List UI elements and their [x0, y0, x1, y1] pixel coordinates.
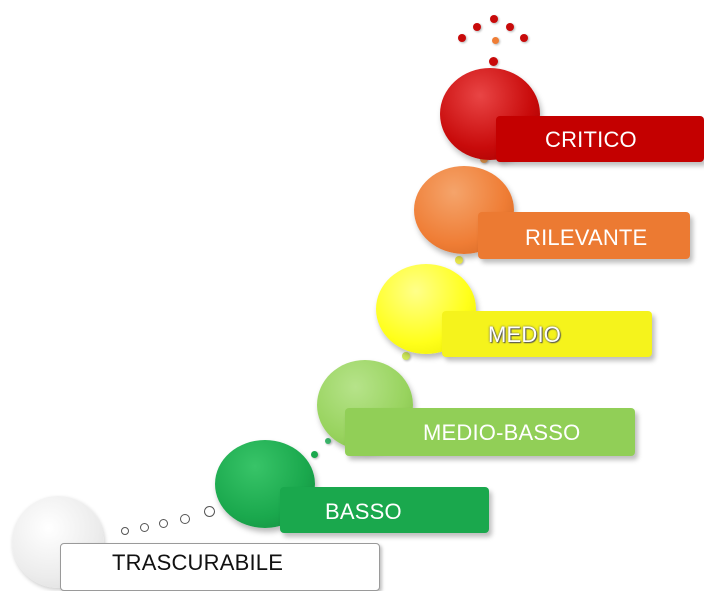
sparkle-dot [490, 15, 498, 23]
connector-dot [204, 506, 215, 517]
connector-dot [325, 438, 331, 444]
label-medio-basso: MEDIO-BASSO [423, 420, 581, 445]
connector-dot [159, 519, 168, 528]
bar-trascurabile [60, 543, 380, 591]
bar-critico [496, 116, 704, 162]
connector-dot [402, 352, 410, 360]
label-rilevante: RILEVANTE [525, 225, 648, 250]
connector-dot [455, 256, 463, 264]
sparkle-dot [458, 34, 466, 42]
bar-rilevante [478, 212, 690, 259]
sparkle-dot [492, 37, 499, 44]
label-trascurabile: TRASCURABILE [112, 550, 284, 575]
sparkle-dot [506, 23, 514, 31]
sparkle-dot [520, 34, 528, 42]
sparkle-dot [473, 23, 481, 31]
connector-dot [180, 514, 190, 524]
connector-dot [311, 451, 318, 458]
sparkle-dot [489, 57, 498, 66]
label-medio: MEDIO [488, 322, 562, 347]
bar-medio-basso [345, 408, 635, 456]
label-critico: CRITICO [545, 127, 637, 152]
bar-basso [280, 487, 489, 533]
label-basso: BASSO [325, 499, 402, 524]
connector-dot [121, 527, 129, 535]
connector-dot [140, 523, 149, 532]
bar-medio [442, 311, 652, 357]
